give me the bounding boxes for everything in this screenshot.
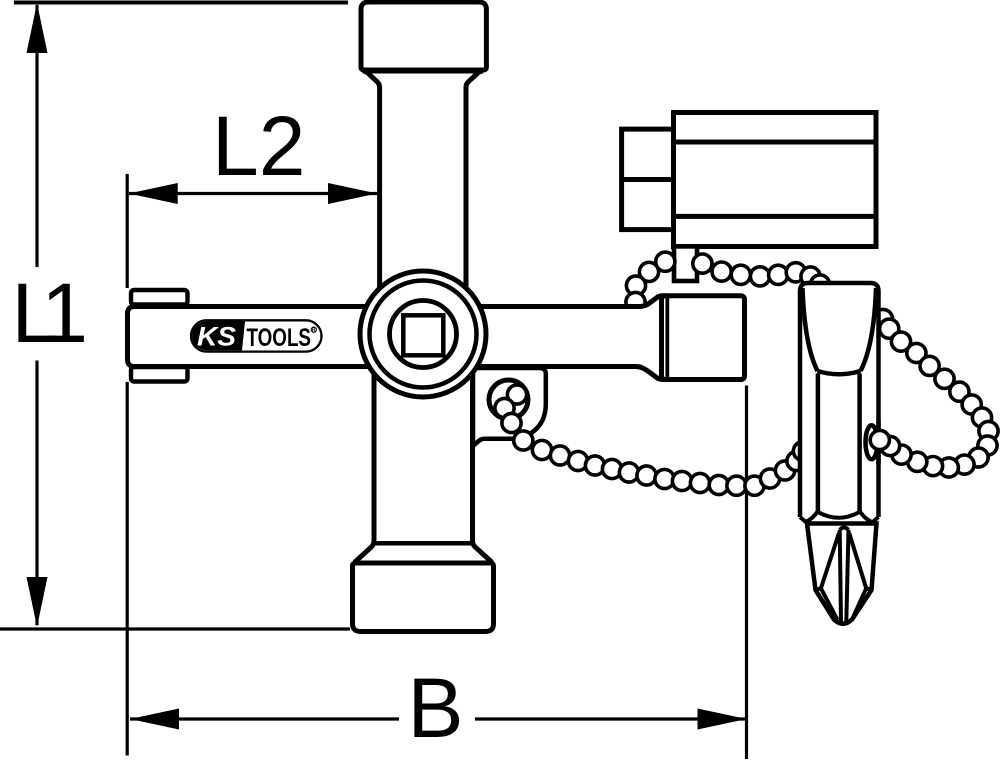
svg-text:B: B	[408, 661, 464, 755]
svg-text:TOOLS: TOOLS	[247, 324, 312, 352]
svg-text:R: R	[312, 328, 316, 334]
svg-text:L2: L2	[212, 99, 305, 193]
svg-text:KS: KS	[197, 322, 236, 352]
